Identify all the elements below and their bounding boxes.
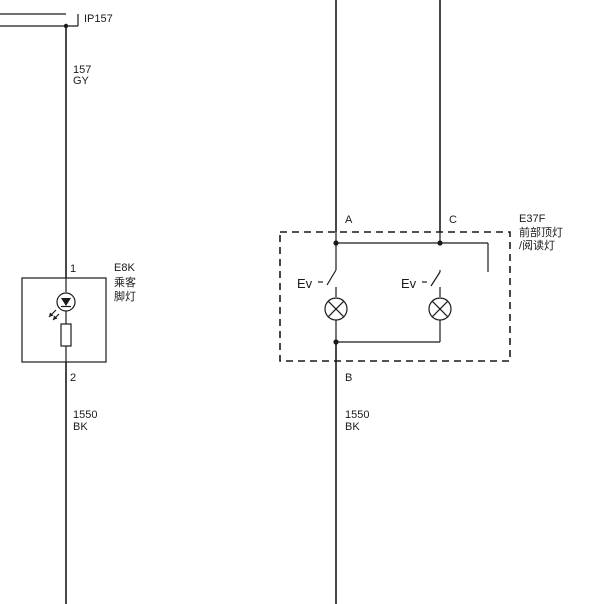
bulb-icon-1 (324, 297, 348, 321)
lamp-e8k-pin-2: 2 (70, 372, 76, 384)
lamp-e8k-id: E8K (114, 262, 135, 274)
right-circuit: A C E37F 前部顶灯 /阅读灯 Ev Ev (279, 0, 563, 604)
footwell-lamp-e8k: 1 E8K 乘客 脚灯 2 (21, 262, 136, 384)
connector-ip157-label: IP157 (84, 13, 113, 25)
lamp-e37f-name-line2: /阅读灯 (519, 238, 555, 252)
junction-dot-c (437, 240, 443, 246)
led-icon (48, 292, 76, 321)
switch-1-label: Ev (297, 276, 313, 291)
bulb-icon-2 (428, 297, 452, 321)
lamp-e8k-name-line1: 乘客 (114, 275, 136, 289)
wire-157-number: 157 (73, 64, 91, 76)
lamp-e37f-pin-b: B (345, 372, 352, 384)
lamp-e37f-boundary (279, 231, 511, 362)
junction-dot-a (333, 240, 339, 246)
resistor-icon (60, 323, 72, 347)
lamp-e37f-pin-a: A (345, 214, 353, 226)
lamp-e8k-box (21, 277, 107, 363)
wire-1550-left-number: 1550 (73, 409, 97, 421)
lamp-e37f-id: E37F (519, 213, 546, 225)
wire-1550-right-color: BK (345, 421, 360, 433)
left-circuit: IP157 157 GY 1 E8K 乘客 脚灯 (0, 13, 136, 604)
lamp-e37f-pin-c: C (449, 214, 457, 226)
lamp-e37f-name-line1: 前部顶灯 (519, 225, 563, 239)
lamp-e8k-pin-1: 1 (70, 263, 76, 275)
connector-ip157: IP157 (0, 13, 113, 29)
wire-1550-right-number: 1550 (345, 409, 369, 421)
wire-1550-left-color: BK (73, 421, 88, 433)
lamp-e8k-name-line2: 脚灯 (114, 289, 136, 303)
wire-157-color: GY (73, 75, 90, 87)
door-switch-1: Ev (297, 269, 337, 297)
switch-2-label: Ev (401, 276, 417, 291)
door-switch-2: Ev (401, 270, 441, 297)
